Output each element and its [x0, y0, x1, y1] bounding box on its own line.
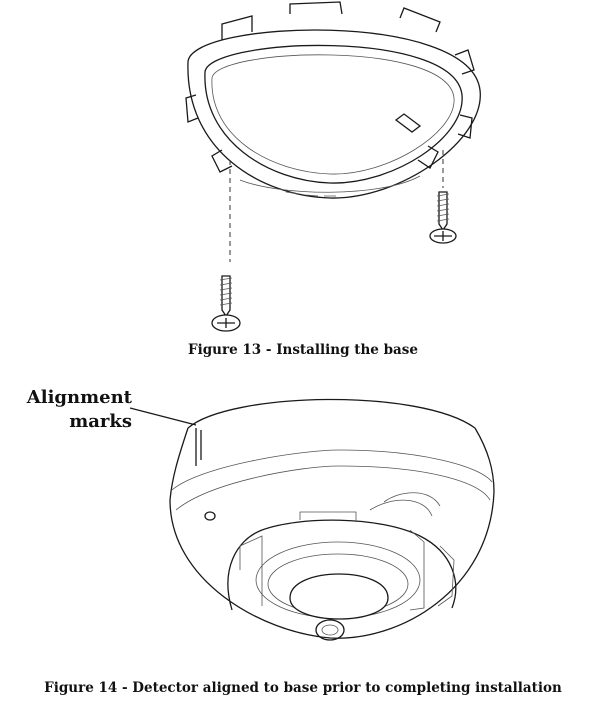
- callout-line-2: marks: [69, 411, 132, 432]
- figure-13-drawing: [185, 1, 481, 332]
- screw-left: [211, 275, 241, 332]
- figure-14-drawing: [129, 398, 495, 641]
- screw-right: [429, 191, 457, 244]
- callout-line-1: Alignment: [26, 387, 132, 408]
- callout-leader-line: [129, 407, 197, 426]
- alignment-marks-callout: Alignment marks: [22, 386, 132, 434]
- smoke-detector: [169, 398, 495, 641]
- figure-14-caption: Figure 14 - Detector aligned to base pri…: [44, 680, 562, 696]
- figure-13-caption: Figure 13 - Installing the base: [188, 342, 418, 358]
- mounting-base-ring: [185, 1, 481, 199]
